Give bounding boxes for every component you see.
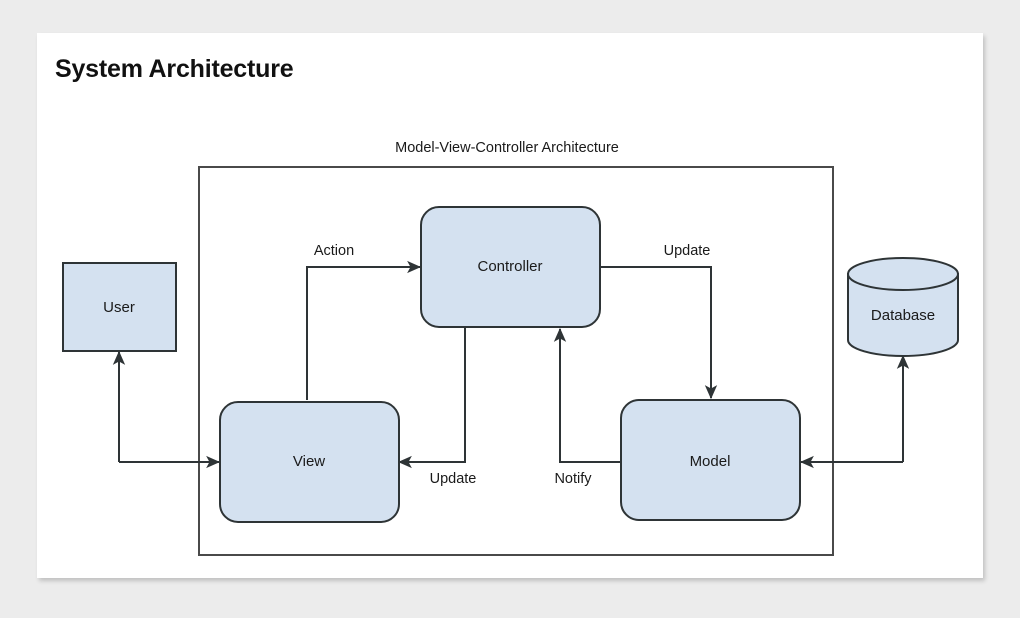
edge-controller-to-model	[600, 266, 718, 400]
edge-label-notify: Notify	[554, 471, 592, 487]
edge-label-update-view: Update	[430, 471, 477, 487]
node-controller[interactable]: Controller	[420, 206, 601, 328]
node-user[interactable]: User	[62, 262, 177, 352]
node-database-top	[847, 257, 959, 291]
node-controller-label: Controller	[477, 258, 542, 275]
node-model-shape	[620, 399, 801, 521]
edge-controller-to-view	[397, 327, 466, 469]
node-view[interactable]: View	[219, 401, 400, 523]
edge-label-action: Action	[314, 243, 354, 259]
edge-model-to-controller	[553, 327, 620, 463]
node-database[interactable]: Database	[847, 257, 959, 357]
node-view-label: View	[293, 453, 325, 470]
node-view-shape	[219, 401, 400, 523]
mvc-group-frame	[198, 166, 834, 556]
node-model-label: Model	[690, 453, 731, 470]
node-user-shape	[62, 262, 177, 352]
node-database-label: Database	[871, 307, 935, 324]
node-database-body	[847, 273, 959, 357]
node-controller-shape	[420, 206, 601, 328]
node-user-label: User	[103, 299, 135, 316]
node-model[interactable]: Model	[620, 399, 801, 521]
edge-label-update-model: Update	[664, 243, 711, 259]
mvc-group-title: Model-View-Controller Architecture	[395, 140, 619, 156]
page-title: System Architecture	[55, 55, 294, 83]
edge-view-to-controller	[306, 260, 422, 400]
